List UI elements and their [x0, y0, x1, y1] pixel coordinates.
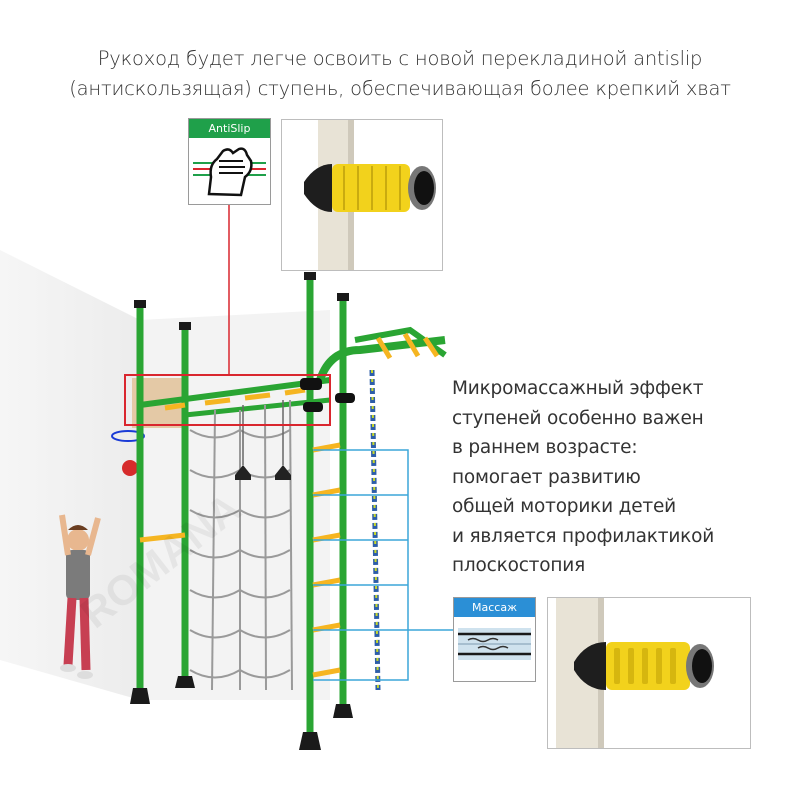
massage-badge: Массаж: [453, 597, 536, 682]
ball: [122, 460, 138, 476]
child-figure: [59, 514, 101, 679]
massage-rung-closeup: [547, 597, 751, 749]
massage-badge-title: Массаж: [454, 598, 535, 617]
right-caption-line-2: ступеней особенно важен: [452, 407, 704, 429]
right-caption-line-7: плоскостопия: [452, 555, 586, 576]
antislip-rung-closeup: [281, 119, 443, 271]
top-caption-line-2: (антискользящая) ступень, обеспечивающая…: [69, 77, 731, 100]
gripping-hand-icon: [193, 141, 266, 199]
right-caption-line-5: общей моторики детей: [452, 496, 677, 517]
top-caption-line-1: Рукоход будет легче освоить с новой пере…: [97, 47, 703, 70]
right-caption: Микромассажный эффект ступеней особенно …: [452, 374, 792, 581]
antislip-badge: AntiSlip: [188, 118, 271, 205]
antislip-badge-title: AntiSlip: [189, 119, 270, 138]
right-caption-line-1: Микромассажный эффект: [452, 378, 704, 399]
wave-texture-icon: [458, 628, 531, 660]
right-caption-line-4: помогает развитию: [452, 466, 641, 488]
massage-callout-lines: [313, 449, 453, 681]
antislip-callout-box: [124, 374, 331, 426]
top-caption: Рукоход будет легче освоить с новой пере…: [0, 44, 800, 104]
basketball-hoop: [111, 430, 145, 442]
right-caption-line-6: и является профилактикой: [452, 525, 715, 547]
wall-left: [0, 250, 140, 700]
right-caption-line-3: в раннем возрасте:: [452, 437, 638, 458]
